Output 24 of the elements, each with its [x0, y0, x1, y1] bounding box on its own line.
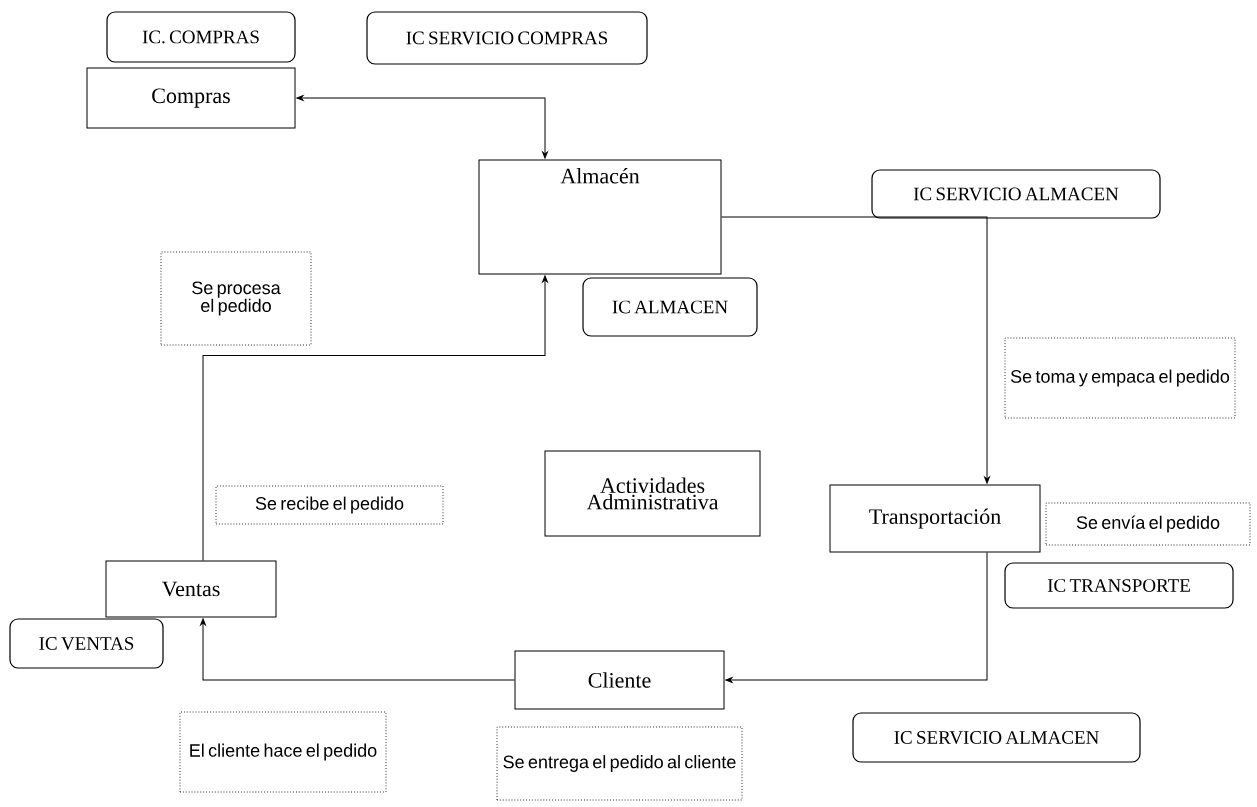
arrow	[296, 95, 548, 159]
note-box: El cliente hace el pedido	[179, 711, 387, 793]
process-box: Cliente	[514, 650, 725, 710]
arrow	[725, 552, 988, 683]
process-box: Compras	[86, 67, 296, 129]
rounded-label-box: IC SERVICIO ALMACEN	[871, 169, 1161, 219]
rounded-label-box: IC VENTAS	[9, 618, 164, 669]
process-box: Ventas	[105, 560, 277, 618]
note-box: Se recibe el pedido	[215, 485, 444, 525]
note-box: Se entrega el pedido al cliente	[496, 726, 743, 801]
note-box: Se toma y empaca el pedido	[1004, 337, 1236, 419]
rounded-label-box: IC ALMACEN	[582, 277, 758, 337]
process-box: Actividades Administrativa	[544, 450, 761, 537]
arrow	[721, 216, 990, 484]
arrow	[202, 275, 548, 561]
process-box: Transportación	[829, 484, 1041, 553]
rounded-label-box: IC TRANSPORTE	[1004, 562, 1234, 609]
rounded-label-box: IC SERVICIO COMPRAS	[366, 11, 648, 65]
note-box: Se procesa el pedido	[160, 251, 312, 346]
rounded-label-box: IC. COMPRAS	[106, 11, 296, 63]
note-box: Se envía el pedido	[1045, 502, 1251, 546]
process-box: Almacén	[478, 159, 722, 275]
arrow	[200, 618, 515, 681]
rounded-label-box: IC SERVICIO ALMACEN	[852, 712, 1141, 763]
